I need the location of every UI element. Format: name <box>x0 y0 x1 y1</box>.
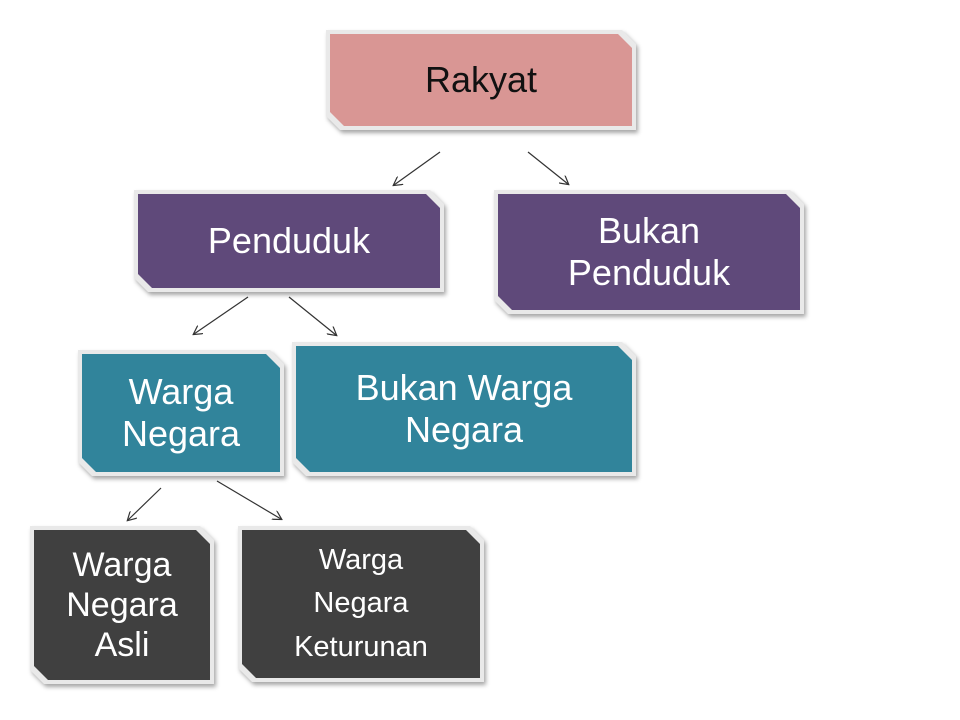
node-label-warga-negara: Warga Negara <box>121 370 241 454</box>
arrow-rakyat-to-penduduk <box>394 151 441 185</box>
node-label-warga-negara-keturunan: Warga Negara Keturunan <box>294 543 428 663</box>
arrow-penduduk-to-warga-negara <box>194 296 249 334</box>
node-label-penduduk: Penduduk <box>207 219 371 261</box>
node-box: Penduduk <box>138 194 440 288</box>
arrow-warga-negara-to-keturunan <box>216 480 281 519</box>
node-penduduk: Penduduk <box>134 190 444 292</box>
node-box: Bukan Warga Negara <box>296 346 632 472</box>
node-rakyat: Rakyat <box>326 30 636 130</box>
arrow-penduduk-to-bukan-warga-negara <box>288 296 336 335</box>
node-bukan-penduduk: Bukan Penduduk <box>494 190 804 314</box>
node-label-rakyat: Rakyat <box>424 58 538 100</box>
node-box: Warga Negara Asli <box>34 530 210 680</box>
node-box: Rakyat <box>330 34 632 126</box>
node-bukan-warga-negara: Bukan Warga Negara <box>292 342 636 476</box>
arrow-rakyat-to-bukan-penduduk <box>527 151 568 184</box>
arrow-warga-negara-to-asli <box>128 487 162 520</box>
node-label-bukan-penduduk: Bukan Penduduk <box>567 209 731 293</box>
node-label-bukan-warga-negara: Bukan Warga Negara <box>355 366 573 450</box>
node-warga-negara-asli: Warga Negara Asli <box>30 526 214 684</box>
node-label-warga-negara-asli: Warga Negara Asli <box>66 545 178 665</box>
node-box: Bukan Penduduk <box>498 194 800 310</box>
node-warga-negara-keturunan: Warga Negara Keturunan <box>238 526 484 682</box>
node-box: Warga Negara <box>82 354 280 472</box>
node-box: Warga Negara Keturunan <box>242 530 480 678</box>
node-warga-negara: Warga Negara <box>78 350 284 476</box>
